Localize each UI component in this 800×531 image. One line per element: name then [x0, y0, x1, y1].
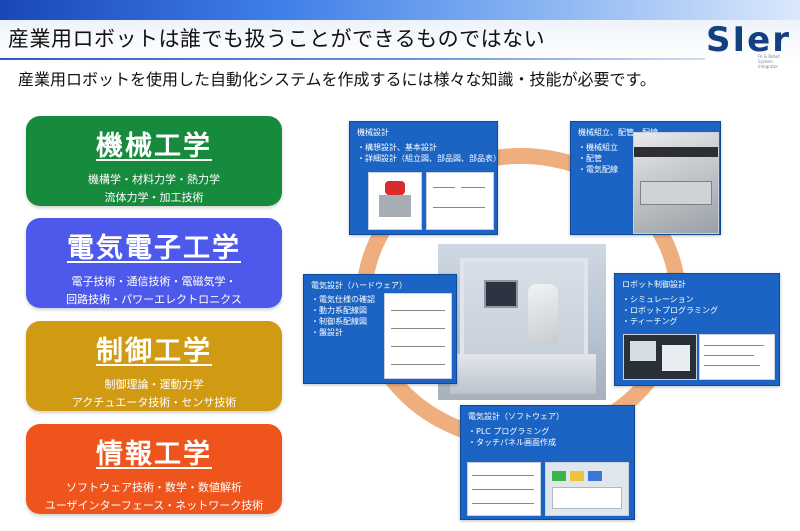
- card-line: 回路技術・パワーエレクトロニクス: [66, 293, 242, 306]
- panel-item: ・詳細設計（組立図、部品図、部品表）: [357, 154, 501, 163]
- drawing-line: [461, 187, 485, 188]
- panel-item: ・配管: [578, 154, 602, 163]
- card-title: 機械工学: [96, 131, 212, 162]
- page-title: 産業用ロボットは誰でも扱うことができるものではない: [8, 27, 546, 51]
- card-electrical-engineering: 電気電子工学 電子技術・通信技術・電磁気学・ 回路技術・パワーエレクトロニクス: [26, 218, 282, 308]
- drawing-line: [433, 187, 455, 188]
- part-drawing-image: [426, 172, 494, 230]
- panel-title: 機械設計: [357, 128, 389, 137]
- card-line: アクチュエータ技術・センサ技術: [71, 396, 237, 409]
- diagram-line: [391, 346, 445, 347]
- hmi-button: [570, 471, 584, 481]
- hmi-button: [552, 471, 566, 481]
- part-body-icon: [379, 195, 411, 217]
- logo-subtext-line: FA & Robot System: [758, 54, 780, 64]
- robot-cell-photo: [438, 244, 606, 400]
- diagram-line: [391, 364, 445, 365]
- code-line: [704, 355, 754, 356]
- cable-duct: [634, 147, 718, 157]
- panel-item: ・機械組立: [578, 143, 618, 152]
- part-model-image: [368, 172, 422, 230]
- hmi-button: [588, 471, 602, 481]
- title-rule: [0, 58, 705, 60]
- card-line: 機構学・材料力学・熱力学: [88, 173, 220, 186]
- program-screen: [699, 334, 775, 380]
- sim-window: [630, 341, 656, 361]
- panel-item: ・PLC プログラミング: [468, 427, 550, 436]
- card-information-engineering: 情報工学 ソフトウェア技術・数学・数値解析 ユーザインターフェース・ネットワーク…: [26, 424, 282, 514]
- card-line: 制御理論・運動力学: [104, 378, 204, 391]
- card-line: ソフトウェア技術・数学・数値解析: [66, 481, 242, 494]
- panel-item: ・盤設計: [311, 328, 343, 337]
- card-title: 情報工学: [96, 439, 212, 470]
- panel-item: ・ロボットプログラミング: [622, 306, 718, 315]
- cell-monitor: [484, 280, 518, 308]
- ladder-line: [472, 489, 534, 490]
- card-control-engineering: 制御工学 制御理論・運動力学 アクチュエータ技術・センサ技術: [26, 321, 282, 411]
- sim-window: [662, 345, 690, 371]
- code-line: [704, 365, 760, 366]
- touch-panel-image: [545, 462, 629, 516]
- panel-title: 電気設計（ソフトウェア）: [468, 412, 564, 421]
- diagram-line: [391, 328, 445, 329]
- panel-item: ・シミュレーション: [622, 295, 694, 304]
- ladder-line: [472, 503, 534, 504]
- panel-assembly-wiring: 機械組立、配管、配線 ・機械組立 ・配管 ・電気配線: [570, 121, 721, 235]
- card-line: 電子技術・通信技術・電磁気学・: [71, 275, 237, 288]
- page-subtitle: 産業用ロボットを使用した自動化システムを作成するには様々な知識・技能が必要です。: [18, 70, 656, 89]
- panel-title: 電気設計（ハードウェア）: [311, 281, 407, 290]
- drawing-line: [433, 207, 485, 208]
- panel-item: ・構想設計、基本設計: [357, 143, 437, 152]
- title-area: [0, 20, 800, 60]
- hmi-display: [552, 487, 622, 509]
- panel-mechanical-design: 機械設計 ・構想設計、基本設計 ・詳細設計（組立図、部品図、部品表）: [349, 121, 501, 235]
- panel-electrical-software: 電気設計（ソフトウェア） ・PLC プログラミング ・タッチパネル画面作成: [460, 405, 635, 520]
- card-line: 流体力学・加工技術: [104, 191, 204, 204]
- panel-item: ・電気配線: [578, 165, 618, 174]
- panel-title: ロボット制御設計: [622, 280, 686, 289]
- panel-title: 機械組立、配管、配線: [578, 128, 658, 137]
- panel-robot-control: ロボット制御設計 ・シミュレーション ・ロボットプログラミング ・ティーチング: [614, 273, 780, 386]
- card-title: 制御工学: [96, 336, 212, 367]
- panel-item: ・制御系配線図: [311, 317, 367, 326]
- card-mechanical-engineering: 機械工学 機構学・材料力学・熱力学 流体力学・加工技術: [26, 116, 282, 206]
- panel-item: ・ティーチング: [622, 317, 678, 326]
- ladder-line: [472, 475, 534, 476]
- card-line: ユーザインターフェース・ネットワーク技術: [44, 499, 264, 512]
- robot-arm: [528, 284, 558, 344]
- ladder-program-image: [467, 462, 541, 516]
- code-line: [704, 345, 764, 346]
- logo-subtext-line: Integrator: [758, 64, 779, 69]
- diagram-line: [391, 310, 445, 311]
- terminal-block: [640, 181, 712, 205]
- red-cap-icon: [385, 181, 405, 195]
- cell-base: [450, 354, 596, 394]
- wiring-diagram-image: [384, 293, 452, 379]
- logo-subtext: FA & Robot System Integrator: [758, 54, 796, 69]
- sier-logo: SIer FA & Robot System Integrator: [706, 20, 796, 69]
- panel-item: ・タッチパネル画面作成: [468, 438, 556, 447]
- top-band: [0, 0, 800, 20]
- card-title: 電気電子工学: [67, 233, 241, 264]
- panel-item: ・電気仕様の確認: [311, 295, 375, 304]
- wiring-photo: [633, 132, 719, 234]
- simulation-screen: [623, 334, 697, 380]
- panel-electrical-hardware: 電気設計（ハードウェア） ・電気仕様の確認 ・動力系配線図 ・制御系配線図 ・盤…: [303, 274, 457, 384]
- panel-item: ・動力系配線図: [311, 306, 367, 315]
- logo-text: SIer: [706, 20, 791, 60]
